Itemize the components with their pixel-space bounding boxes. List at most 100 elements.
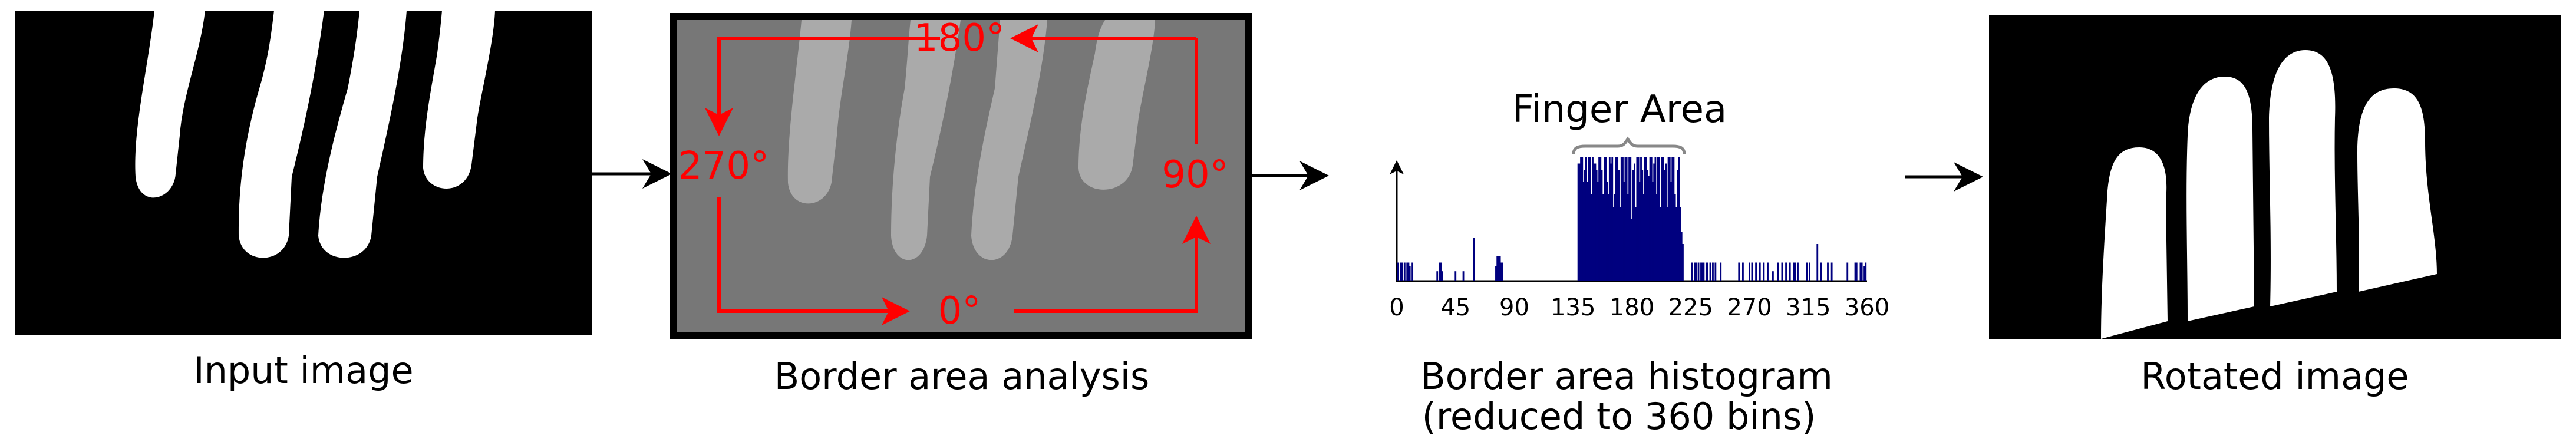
histogram-bar <box>1846 262 1849 281</box>
border-notch-1 <box>807 13 831 20</box>
border-analysis-caption: Border area analysis <box>774 355 1150 398</box>
input-finger-4 <box>423 11 495 189</box>
histogram-bar <box>1607 194 1609 281</box>
border-finger-3 <box>971 20 1047 260</box>
rotated-image-caption: Rotated image <box>2140 355 2409 398</box>
histogram-bar <box>1647 170 1649 281</box>
histogram-bar <box>1605 157 1607 281</box>
histogram-bar <box>1442 271 1443 281</box>
histogram-bar <box>1695 262 1697 281</box>
histogram-bar <box>1855 262 1858 281</box>
histogram-bar <box>1594 163 1597 281</box>
histogram-bar <box>1623 182 1625 281</box>
histogram-bar <box>1637 157 1640 281</box>
histogram-bar <box>1742 262 1744 281</box>
finger-area-label: Finger Area <box>1512 88 1727 131</box>
input-finger-3 <box>318 11 407 258</box>
histogram-bar <box>1664 170 1665 281</box>
histogram-bar <box>1602 194 1604 281</box>
histogram-bar <box>1627 194 1629 281</box>
histogram-bar <box>1638 182 1641 281</box>
histogram-bar <box>1863 266 1865 281</box>
histogram-bar <box>1859 262 1862 281</box>
histogram-tick-label: 225 <box>1668 294 1713 321</box>
top-left-arrow <box>705 37 940 136</box>
input-image-panel: Input image <box>15 11 592 392</box>
histogram-bar <box>1584 170 1586 281</box>
histogram-bar <box>1601 170 1603 281</box>
border-analysis-panel: 180° 270° 90° 0° Border area analysis <box>670 13 1252 398</box>
histogram-bar <box>1617 157 1619 281</box>
histogram-bar <box>1618 170 1620 281</box>
histogram-bar <box>1657 157 1659 281</box>
histogram-bar <box>1631 219 1633 281</box>
histogram-bar <box>1674 194 1676 281</box>
histogram-bar <box>1615 157 1617 281</box>
border-notch-5 <box>1073 13 1081 20</box>
histogram-bar <box>1820 262 1822 281</box>
histogram-bar <box>1772 271 1774 281</box>
histogram-bar <box>1641 170 1644 281</box>
histogram-bar <box>1680 232 1683 281</box>
histogram-bar <box>1580 157 1582 281</box>
histogram-bar <box>1604 157 1605 281</box>
border-direction-arrows <box>705 24 1211 325</box>
histogram-tick-label: 45 <box>1440 294 1470 321</box>
histogram-tick-label: 270 <box>1727 294 1772 321</box>
border-notch-4 <box>1025 13 1034 20</box>
histogram-bar <box>1589 157 1591 281</box>
histogram-bar <box>1797 262 1799 281</box>
histogram-bar <box>1693 262 1696 281</box>
histogram-bar <box>1582 182 1585 281</box>
histogram-bar <box>1635 207 1637 281</box>
rotated-image-panel: Rotated image <box>1989 15 2561 398</box>
histogram-bar <box>1809 262 1810 281</box>
border-top-notches <box>807 13 1081 20</box>
histogram-bar <box>1403 262 1406 281</box>
histogram-bar <box>1682 244 1684 281</box>
histogram-bar <box>1597 182 1599 281</box>
histogram-bar <box>1749 262 1750 281</box>
bottom-left-arrow <box>717 197 910 325</box>
histogram-caption-line-1: Border area histogram <box>1420 355 1833 398</box>
histogram-tick-label: 360 <box>1845 294 1889 321</box>
border-finger-4 <box>1078 20 1155 190</box>
histogram-bar <box>1502 262 1503 281</box>
histogram-bar <box>1653 163 1655 281</box>
input-image-caption: Input image <box>193 349 413 392</box>
histogram-tick-label: 90 <box>1499 294 1529 321</box>
histogram-bar <box>1401 262 1403 281</box>
histogram-caption-line-2: (reduced to 360 bins) <box>1422 395 1816 438</box>
histogram-bar <box>1632 170 1634 281</box>
histogram-bar <box>1720 262 1722 281</box>
histogram-bar <box>1854 262 1856 281</box>
histogram-bar <box>1700 262 1702 281</box>
histogram-bar <box>1777 262 1779 281</box>
histogram-bar <box>1703 262 1705 281</box>
histogram-bar <box>1677 170 1678 281</box>
histogram-bar <box>1462 271 1465 281</box>
histogram-bar <box>1606 182 1608 281</box>
histogram-bar <box>1585 157 1587 281</box>
histogram-bar <box>1400 262 1402 281</box>
histogram-bar <box>1581 157 1584 281</box>
histogram-bar <box>1595 170 1598 281</box>
histogram-bar <box>1707 262 1708 281</box>
histogram-bar <box>1622 157 1624 281</box>
input-finger-1 <box>135 11 205 198</box>
histogram-bar <box>1767 262 1769 281</box>
histogram-bar <box>1588 157 1590 281</box>
histogram-bar <box>1655 194 1658 281</box>
angle-0-label: 0° <box>938 289 981 333</box>
histogram-bar <box>1816 244 1819 281</box>
histogram-bar <box>1409 266 1411 281</box>
histogram-bar <box>1630 157 1632 281</box>
histogram-bar <box>1496 256 1499 281</box>
histogram-bar <box>1666 207 1668 281</box>
histogram-bar <box>1599 157 1602 281</box>
histogram-bar <box>1636 157 1638 281</box>
histogram-bar <box>1592 157 1594 281</box>
histogram-tick-label: 180 <box>1609 294 1654 321</box>
histogram-bar <box>1397 262 1399 281</box>
